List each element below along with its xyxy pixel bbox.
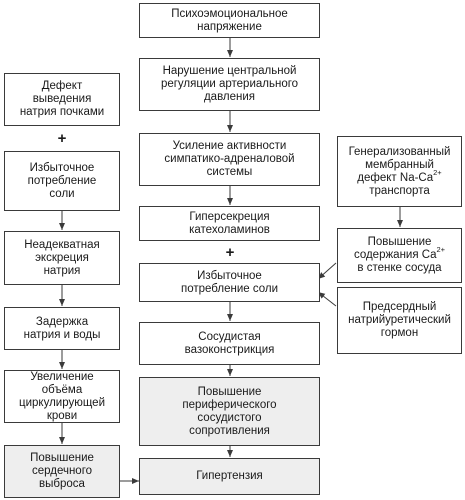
box-sodium-water-retention: Задержка натрия и воды (4, 307, 120, 350)
box-inadequate-excretion: Неадекватная экскреция натрия (4, 231, 120, 285)
box-calcium-vessel-wall: Повышение содержания Ca2+ в стенке сосуд… (337, 228, 462, 283)
box-cardiac-output: Повышение сердечного выброса (4, 445, 120, 498)
box-vasoconstriction: Сосудистая вазоконстрикция (139, 322, 320, 365)
box-peripheral-resistance: Повышение периферического сосудистого со… (139, 377, 320, 446)
box-excess-salt-center: Избыточное потребление соли (139, 263, 320, 302)
box-atrial-natriuretic-hormone: Предсердный натрийуретический гормон (337, 287, 462, 354)
box-catecholamine-hypersecretion: Гиперсекреция катехоламинов (139, 206, 320, 241)
box-psycho-emotional-stress: Психоэмоциональное напряжение (139, 3, 320, 38)
box-excess-salt-left: Избыточное потребление соли (4, 151, 120, 211)
box-hypertension: Гипертензия (139, 458, 320, 495)
box-central-regulation: Нарушение центральной регуляции артериал… (139, 58, 320, 111)
plus-sign-center: + (225, 244, 235, 261)
box-membrane-transport-defect: Генерализованный мембранный дефект Na-Ca… (337, 136, 462, 207)
box-renal-sodium-defect: Дефект выведения натрия почками (4, 73, 120, 126)
box-blood-volume-increase: Увеличение объёма циркулирующей крови (4, 370, 120, 423)
arrow-ca-salt (317, 262, 337, 280)
plus-sign-left: + (57, 130, 67, 147)
box-sympathoadrenal-activity: Усиление активности симпатико-адреналово… (139, 133, 320, 186)
arrow-atrial-salt (317, 291, 337, 307)
